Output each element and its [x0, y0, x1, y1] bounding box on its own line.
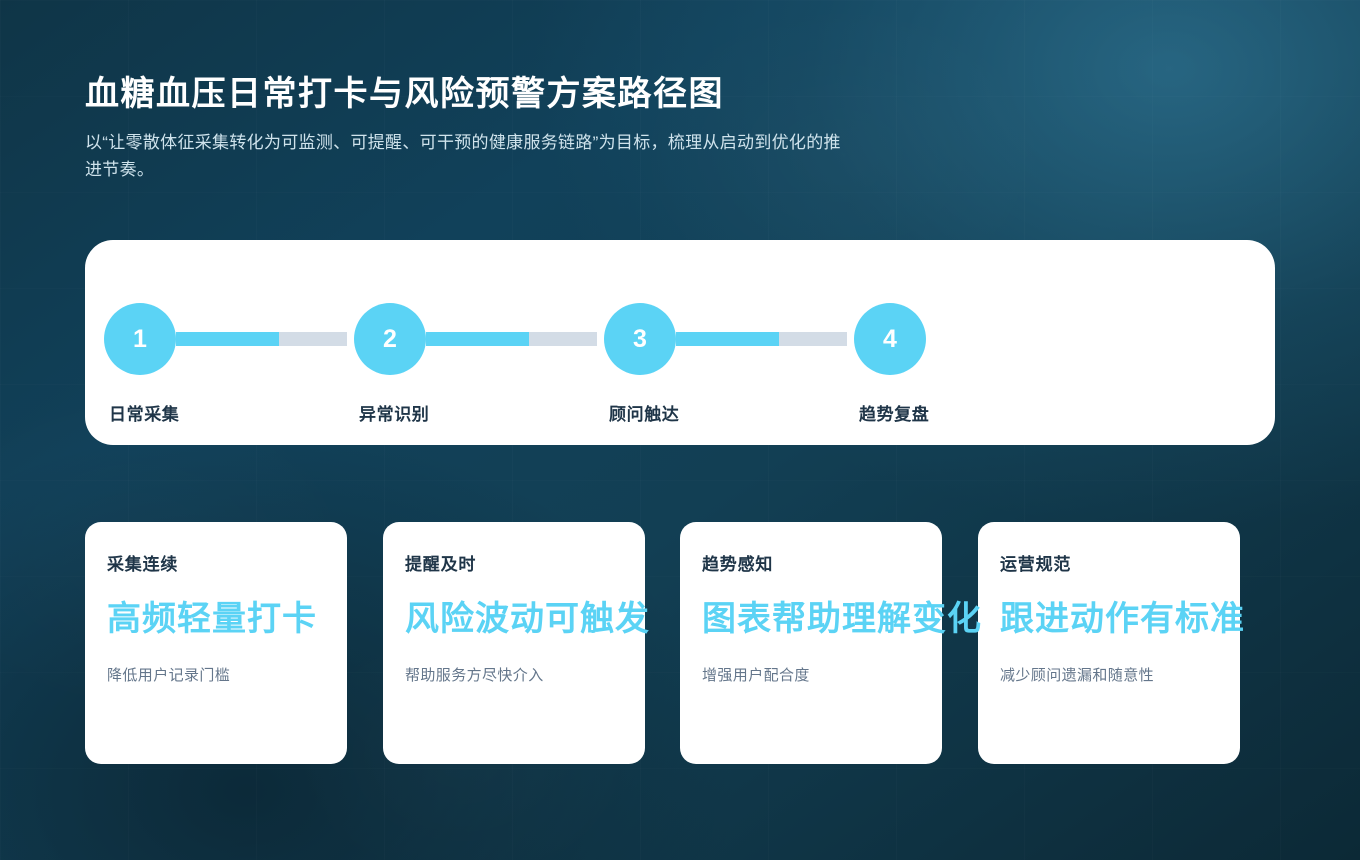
connector-progress-fill — [426, 332, 529, 346]
feature-card-kicker: 运营规范 — [1000, 555, 1072, 574]
feature-card-kicker: 趋势感知 — [702, 555, 774, 574]
step-connector — [426, 332, 597, 346]
feature-card-body: 运营规范 跟进动作有标准 减少顾问遗漏和随意性 — [978, 522, 1244, 684]
feature-card-body: 提醒及时 风险波动可触发 帮助服务方尽快介入 — [383, 522, 649, 684]
feature-card[interactable]: 采集连续 高频轻量打卡 降低用户记录门槛 — [85, 522, 347, 764]
timeline-panel: 1 日常采集 2 异常识别 3 — [85, 240, 1275, 445]
step-number-badge: 1 — [104, 303, 176, 375]
step-connector — [676, 332, 847, 346]
page-title: 血糖血压日常打卡与风险预警方案路径图 — [85, 75, 724, 113]
connector-progress-fill — [676, 332, 779, 346]
feature-card-headline: 图表帮助理解变化 — [702, 600, 982, 638]
feature-card-headline: 高频轻量打卡 — [107, 600, 317, 638]
step-connector — [176, 332, 347, 346]
feature-card-kicker: 采集连续 — [107, 555, 179, 574]
feature-card-description: 增强用户配合度 — [702, 667, 810, 684]
step-number-badge: 2 — [354, 303, 426, 375]
step-number-badge: 3 — [604, 303, 676, 375]
feature-card-headline: 跟进动作有标准 — [1000, 600, 1245, 638]
connector-remainder — [278, 332, 347, 346]
timeline-step-1[interactable]: 1 日常采集 — [97, 240, 347, 445]
page-subtitle: 以“让零散体征采集转化为可监测、可提醒、可干预的健康服务链路”为目标，梳理从启动… — [85, 132, 841, 180]
connector-progress-fill — [176, 332, 279, 346]
timeline-step-3[interactable]: 3 顾问触达 — [597, 240, 847, 445]
feature-card-row: 采集连续 高频轻量打卡 降低用户记录门槛 提醒及时 风险波动可触发 帮助服务方尽… — [85, 522, 1275, 764]
feature-card-description: 帮助服务方尽快介入 — [405, 667, 544, 684]
step-label: 异常识别 — [359, 405, 430, 424]
step-number-badge: 4 — [854, 303, 926, 375]
feature-card-description: 减少顾问遗漏和随意性 — [1000, 667, 1155, 684]
feature-card[interactable]: 提醒及时 风险波动可触发 帮助服务方尽快介入 — [383, 522, 649, 764]
feature-card[interactable]: 趋势感知 图表帮助理解变化 增强用户配合度 — [680, 522, 981, 764]
header: 血糖血压日常打卡与风险预警方案路径图 以“让零散体征采集转化为可监测、可提醒、可… — [85, 74, 925, 184]
connector-remainder — [528, 332, 597, 346]
feature-card[interactable]: 运营规范 跟进动作有标准 减少顾问遗漏和随意性 — [978, 522, 1244, 764]
step-label: 顾问触达 — [609, 405, 680, 424]
connector-remainder — [778, 332, 847, 346]
feature-card-description: 降低用户记录门槛 — [107, 667, 231, 684]
feature-card-body: 采集连续 高频轻量打卡 降低用户记录门槛 — [85, 522, 347, 684]
feature-card-body: 趋势感知 图表帮助理解变化 增强用户配合度 — [680, 522, 981, 684]
timeline-step-4[interactable]: 4 趋势复盘 — [847, 240, 1097, 445]
step-label: 趋势复盘 — [859, 405, 930, 424]
step-label: 日常采集 — [109, 405, 180, 424]
timeline-track: 1 日常采集 2 异常识别 3 — [97, 240, 1275, 445]
feature-card-headline: 风险波动可触发 — [405, 600, 650, 638]
timeline-step-2[interactable]: 2 异常识别 — [347, 240, 597, 445]
feature-card-kicker: 提醒及时 — [405, 555, 477, 574]
